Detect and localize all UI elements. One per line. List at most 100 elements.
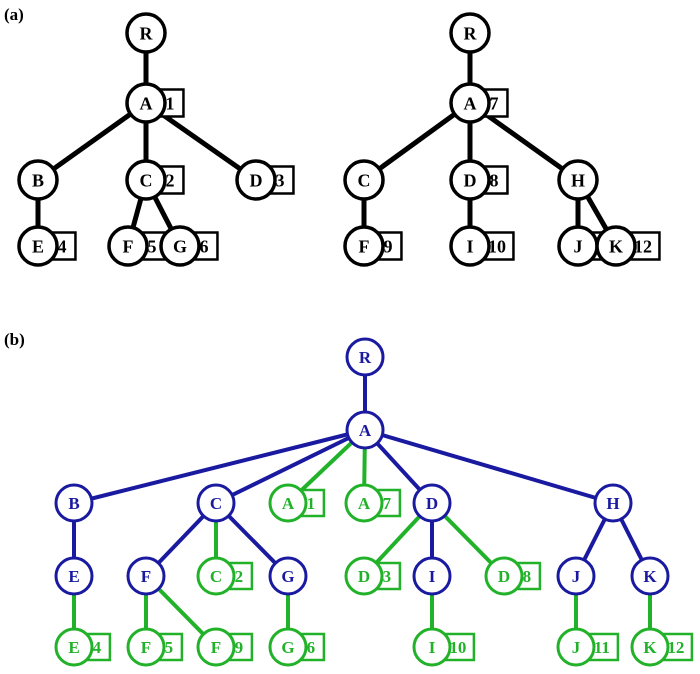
order-label: 1 bbox=[165, 93, 174, 113]
edge-A-B bbox=[72, 428, 367, 505]
node-E: E bbox=[54, 556, 94, 596]
node-label: C bbox=[140, 170, 153, 190]
panel-label-b: (b) bbox=[4, 330, 25, 349]
node-circle bbox=[268, 556, 308, 596]
node-B: B bbox=[17, 159, 59, 201]
node-I10: 10I bbox=[412, 627, 476, 667]
node-G: G bbox=[268, 556, 308, 596]
node-label: G bbox=[281, 567, 294, 586]
node-circle bbox=[107, 225, 149, 267]
node-circle bbox=[556, 556, 596, 596]
order-label: 5 bbox=[147, 236, 156, 256]
edge-A-B bbox=[35, 100, 149, 183]
order-label: 8 bbox=[523, 567, 532, 586]
node-circle bbox=[343, 225, 385, 267]
node-label: J bbox=[574, 236, 583, 256]
order-label: 5 bbox=[165, 638, 174, 657]
node-label: I bbox=[429, 638, 436, 657]
node-circle bbox=[235, 159, 277, 201]
node-A1: 1A bbox=[268, 483, 326, 523]
node-label: E bbox=[32, 236, 44, 256]
node-label: I bbox=[429, 567, 436, 586]
order-label: 1 bbox=[307, 494, 316, 513]
node-circle bbox=[345, 410, 385, 450]
node-label: E bbox=[68, 567, 79, 586]
node-D8: 8D bbox=[484, 556, 542, 596]
node-D: D bbox=[412, 483, 452, 523]
node-label: E bbox=[68, 638, 79, 657]
node-F9: 9F bbox=[196, 627, 254, 667]
node-label: D bbox=[426, 494, 438, 513]
order-label: 3 bbox=[383, 567, 392, 586]
node-circle bbox=[17, 225, 59, 267]
node-label: I bbox=[466, 236, 473, 256]
node-F: F bbox=[126, 556, 166, 596]
node-J: J bbox=[556, 556, 596, 596]
node-F: 9F bbox=[343, 225, 403, 267]
node-H: H bbox=[557, 159, 599, 201]
node-D: 3D bbox=[235, 159, 295, 201]
node-label: B bbox=[68, 494, 79, 513]
node-label: K bbox=[643, 567, 657, 586]
order-label: 4 bbox=[93, 638, 102, 657]
node-label: C bbox=[210, 567, 222, 586]
edge-A-C bbox=[214, 428, 367, 505]
node-R: R bbox=[345, 337, 385, 377]
node-A: A bbox=[345, 410, 385, 450]
node-label: B bbox=[32, 170, 44, 190]
order-label: 9 bbox=[383, 236, 392, 256]
node-circle bbox=[449, 12, 491, 54]
order-label: 4 bbox=[57, 236, 66, 256]
node-label: H bbox=[606, 494, 619, 513]
node-G6: 6G bbox=[268, 627, 326, 667]
node-circle bbox=[593, 483, 633, 523]
node-F5: 5F bbox=[126, 627, 184, 667]
node-A7: 7A bbox=[344, 483, 402, 523]
node-circle bbox=[17, 159, 59, 201]
order-label: 7 bbox=[489, 93, 498, 113]
node-H: H bbox=[593, 483, 633, 523]
node-circle bbox=[557, 159, 599, 201]
node-circle bbox=[344, 483, 384, 523]
node-label: F bbox=[359, 236, 370, 256]
node-circle bbox=[196, 556, 236, 596]
node-circle bbox=[412, 556, 452, 596]
node-label: K bbox=[609, 236, 623, 256]
node-circle bbox=[125, 159, 167, 201]
node-circle bbox=[126, 627, 166, 667]
node-label: F bbox=[123, 236, 134, 256]
node-circle bbox=[630, 627, 670, 667]
node-C2: 2C bbox=[196, 556, 254, 596]
node-K: K bbox=[630, 556, 670, 596]
node-label: A bbox=[359, 421, 372, 440]
node-J11: 11J bbox=[556, 627, 620, 667]
node-E4: 4E bbox=[54, 627, 112, 667]
node-circle bbox=[630, 556, 670, 596]
node-circle bbox=[556, 627, 596, 667]
node-K12: 12K bbox=[630, 627, 694, 667]
node-label: G bbox=[173, 236, 187, 256]
node-circle bbox=[196, 483, 236, 523]
node-label: K bbox=[643, 638, 657, 657]
node-A: 1A bbox=[125, 82, 185, 124]
node-circle bbox=[125, 12, 167, 54]
node-label: D bbox=[250, 170, 263, 190]
order-label: 12 bbox=[634, 236, 652, 256]
node-circle bbox=[54, 483, 94, 523]
node-F: 5F bbox=[107, 225, 167, 267]
node-label: A bbox=[358, 494, 371, 513]
node-B: B bbox=[54, 483, 94, 523]
node-label: R bbox=[464, 23, 478, 43]
node-circle bbox=[345, 337, 385, 377]
node-label: F bbox=[141, 638, 151, 657]
node-label: F bbox=[211, 638, 221, 657]
node-label: A bbox=[464, 93, 477, 113]
order-label: 2 bbox=[235, 567, 244, 586]
node-E: 4E bbox=[17, 225, 77, 267]
node-circle bbox=[54, 627, 94, 667]
node-label: R bbox=[359, 348, 372, 367]
node-C: C bbox=[343, 159, 385, 201]
node-circle bbox=[449, 159, 491, 201]
